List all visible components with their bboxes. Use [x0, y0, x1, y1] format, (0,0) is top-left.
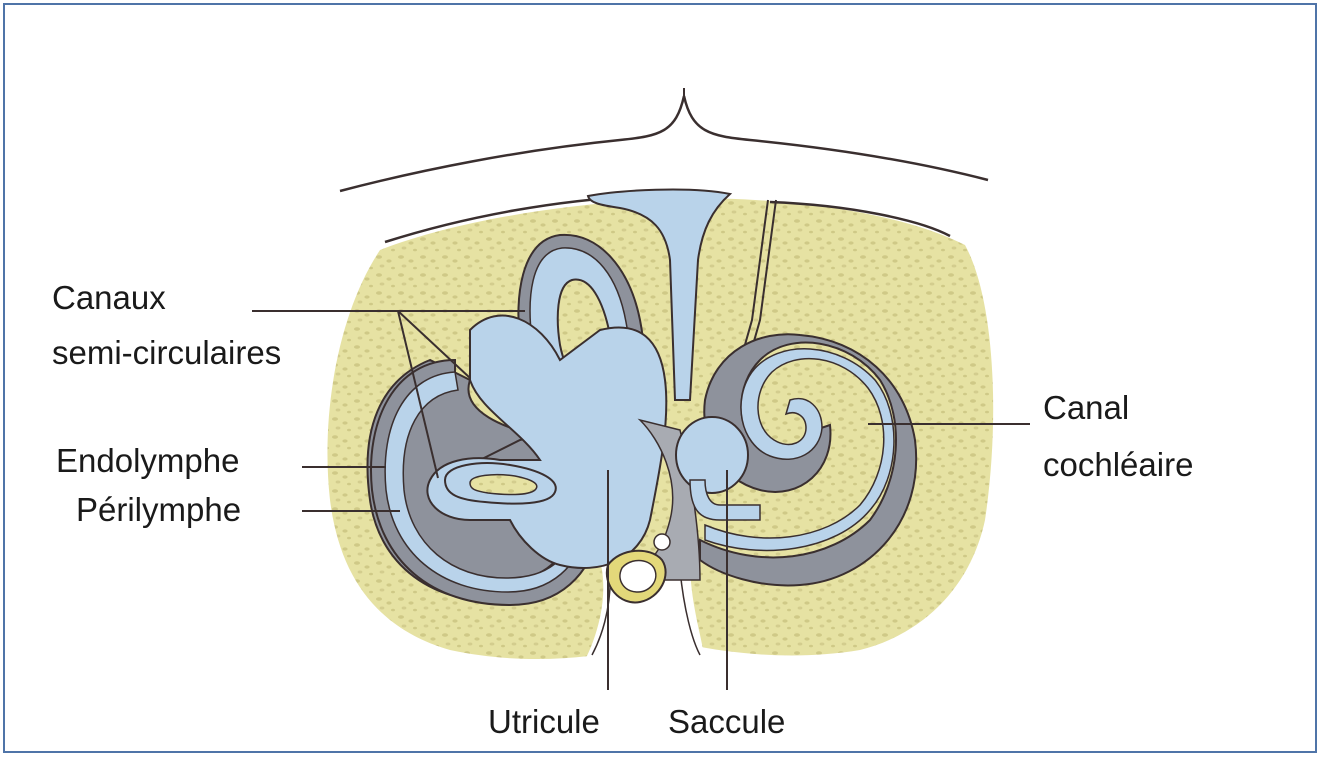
- outer-membrane-line: [340, 96, 988, 191]
- label-perilymphe: Périlymphe: [76, 488, 241, 532]
- label-saccule: Saccule: [668, 700, 785, 744]
- label-canaux: Canaux: [52, 276, 166, 320]
- label-endolymphe: Endolymphe: [56, 439, 239, 483]
- round-window: [654, 534, 670, 550]
- saccule: [676, 417, 748, 493]
- label-canal: Canal: [1043, 386, 1129, 430]
- label-cochleaire: cochléaire: [1043, 443, 1193, 487]
- label-semi-circulaires: semi-circulaires: [52, 331, 281, 375]
- label-utricule: Utricule: [488, 700, 600, 744]
